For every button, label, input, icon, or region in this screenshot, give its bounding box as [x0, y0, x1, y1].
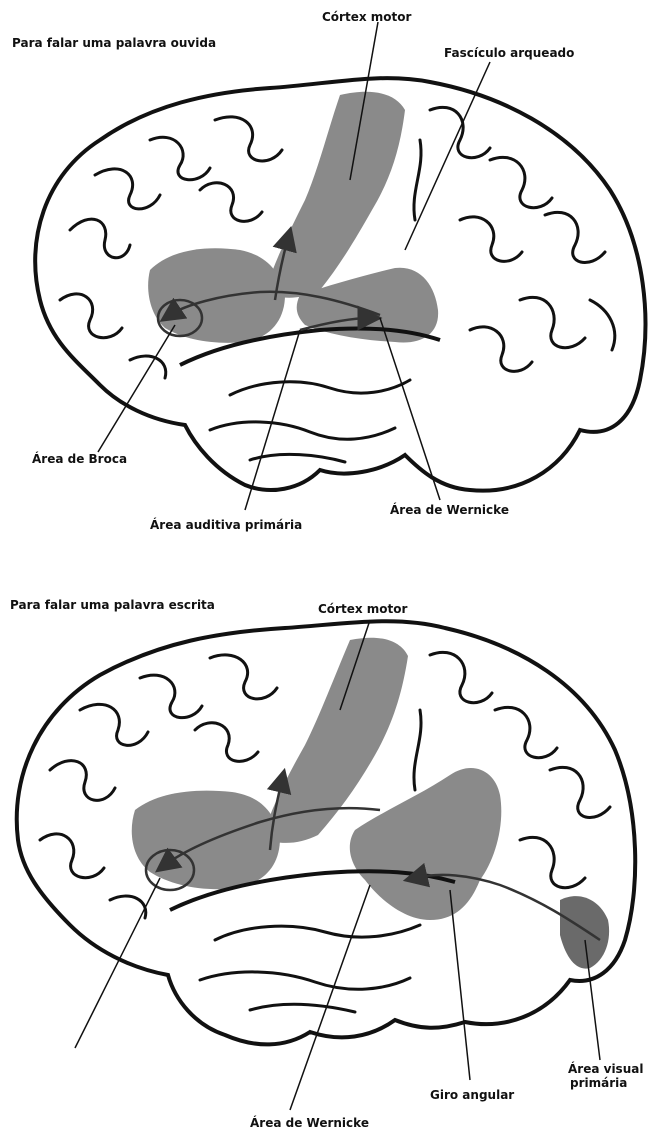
- broca-area-label: Área de Broca: [32, 452, 127, 466]
- brain-diagram-spoken: [0, 0, 662, 560]
- motor-cortex-label: Córtex motor: [318, 602, 407, 616]
- broca-region: [148, 248, 285, 343]
- wernicke-area-label: Área de Wernicke: [390, 503, 509, 517]
- written-word-panel: Para falar uma palavra escrita Córtex mo…: [0, 560, 662, 1138]
- panel-title: Para falar uma palavra escrita: [10, 598, 215, 612]
- brain-diagram-written: [0, 560, 662, 1138]
- motor-cortex-label: Córtex motor: [322, 10, 411, 24]
- arcuate-fasciculus-label: Fascículo arqueado: [444, 46, 574, 60]
- spoken-word-panel: Para falar uma palavra ouvida Córtex mot…: [0, 0, 662, 560]
- panel-title: Para falar uma palavra ouvida: [12, 36, 216, 50]
- brain-outline: [17, 621, 636, 1044]
- primary-visual-area-label-line2: primária: [570, 1076, 627, 1090]
- wernicke-area-label: Área de Wernicke: [250, 1116, 369, 1130]
- primary-auditory-area-label: Área auditiva primária: [150, 518, 302, 532]
- primary-visual-area-label-line1: Área visual: [568, 1062, 643, 1076]
- angular-gyrus-label: Giro angular: [430, 1088, 514, 1102]
